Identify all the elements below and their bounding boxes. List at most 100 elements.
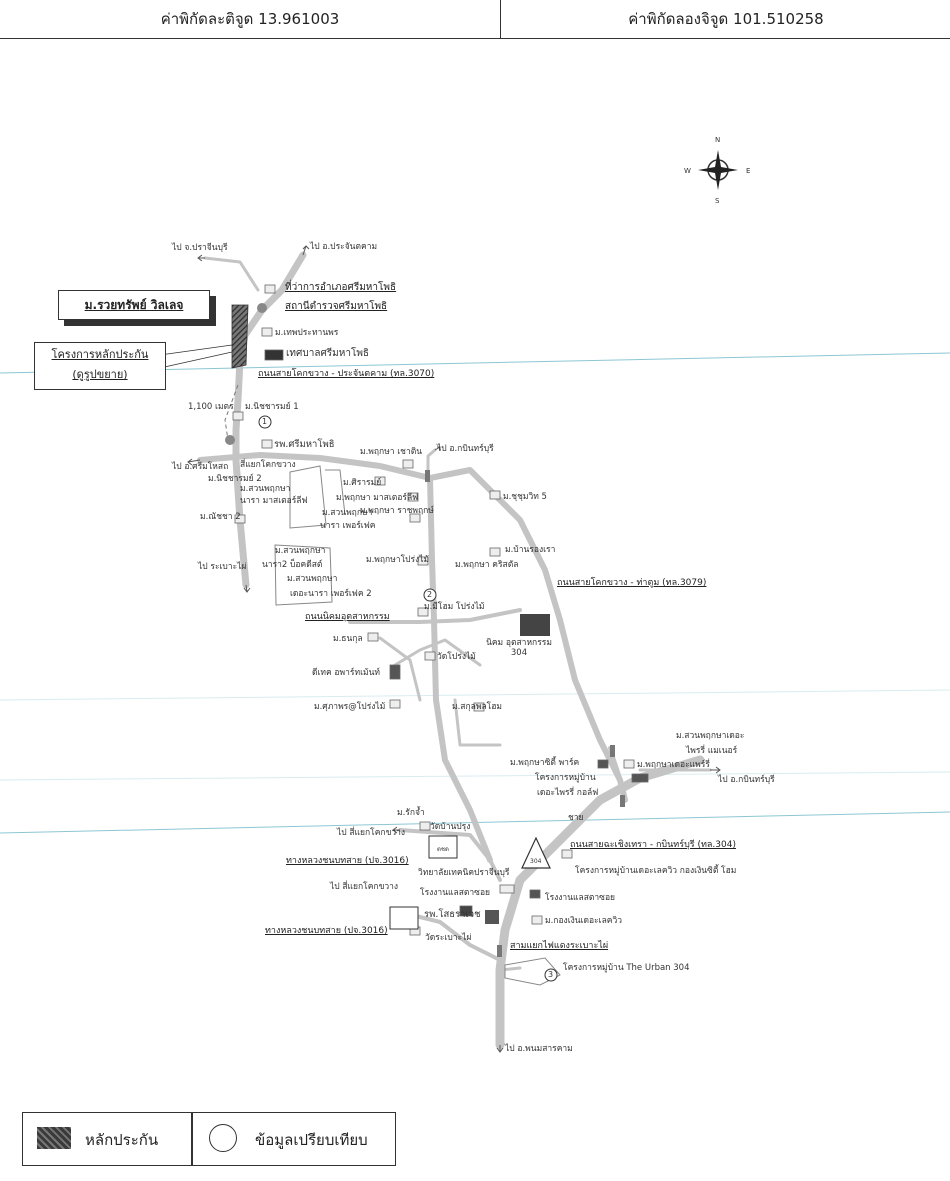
- label-natcha2: ม.ณัชชา 2: [200, 512, 241, 522]
- scan-line: [0, 689, 950, 701]
- road-3070: [232, 251, 307, 589]
- label-sakul-pholhome: ม.สกุลพลโฮม: [452, 702, 503, 712]
- label-chutichai5: ม.ชุชุมวิท 5: [503, 492, 547, 502]
- building-icons: [232, 284, 649, 936]
- label-phruksa-chasin: ม.พฤกษา เชาติน: [360, 447, 423, 457]
- coordinate-header: ค่าพิกัดละติจูด 13.961003 ค่าพิกัดลองจิจ…: [0, 0, 950, 39]
- project-box-line1: โครงการหลักประกัน: [51, 348, 149, 361]
- police-icon: [257, 303, 267, 313]
- latitude-label: ค่าพิกัดละติจูด 13.961003: [0, 0, 501, 38]
- label-marker-2: 2: [427, 590, 433, 599]
- label-kongngoen-lakeview: ม.กองเงินเดอะเลควิว: [545, 916, 623, 926]
- comparable-2: [423, 588, 437, 602]
- label-factory-2: โรงงานแลสตาซอย: [545, 893, 616, 903]
- label-supaphon: ม.ศุภาพร@โปร่งไม้: [314, 702, 386, 712]
- label-industrial-road: ถนนนิคมอุตสาหกรรม: [305, 612, 390, 622]
- label-to-khok-khwang-1: ไป สี่แยกโคกขวาง: [337, 828, 406, 838]
- scan-line: [0, 771, 950, 781]
- collateral-swatch: [37, 1127, 71, 1149]
- comparable-circles: [258, 415, 558, 982]
- label-bor-por-police: ตชด: [437, 846, 449, 853]
- label-traffic-light-junction: สามแยกไฟแดงระเบาะไผ่: [510, 941, 609, 951]
- label-khok-khwang-junction: สี่แยกโคกขวาง: [240, 460, 296, 470]
- label-nara-master: นารา มาสเตอร์ลีฟ: [240, 496, 308, 506]
- label-suan-phruksa: ม.สวนพฤกษา: [240, 484, 291, 494]
- label-rakchan: ม.รักจ้ำ: [397, 808, 425, 818]
- comparable-3: [544, 968, 558, 982]
- label-to-srimahosot: ไป อ.ศรีมโหสถ: [172, 462, 229, 472]
- label-project-villa: โครงการหมู่บ้านเดอะเลควิว กองเงินซิตี้ โ…: [575, 866, 737, 876]
- project-box: โครงการหลักประกัน (ดูรูปขยาย): [34, 342, 166, 390]
- longitude-label: ค่าพิกัดลองจิจูด 101.510258: [628, 10, 824, 28]
- road-3016-a: [398, 828, 502, 882]
- factory-icon: [520, 614, 550, 636]
- label-ban-chongrao: ม.บ้านรองเรา: [505, 545, 556, 555]
- label-phruksa-master: ม.พฤกษา มาสเตอร์ลีฟ: [336, 493, 419, 503]
- label-mi-home: ม.มีโฮม โปร่งไม้: [424, 602, 485, 612]
- road-3016-b: [398, 910, 502, 962]
- label-phruksa-city-park: ม.พฤกษาซิตี้ พาร์ค: [510, 758, 580, 768]
- label-marker-1: 1: [262, 417, 268, 426]
- label-industrial-estate: นิคม อุตสาหกรรม 304: [486, 638, 552, 658]
- label-municipality: เทศบาลศรีมหาโพธิ: [286, 348, 370, 359]
- label-nitcharmai1: ม.นิชชารมย์ 1: [245, 402, 299, 412]
- compass-s: S: [715, 197, 720, 205]
- map-legend: หลักประกัน ข้อมูลเปรียบเทียบ: [22, 1112, 396, 1166]
- label-road-304: ถนนสายฉะเชิงเทรา - กบินทร์บุรี (ทล.304): [570, 840, 736, 850]
- label-to-rabaengmai: ไป ระเบาะไผ่: [198, 562, 247, 572]
- label-wat-prongmai: วัดโปร่งไม้: [437, 652, 476, 662]
- traffic-markers: [425, 470, 625, 957]
- label-nara-perfect: นารา เพอร์เฟค: [320, 521, 376, 531]
- hospital-icon: [485, 910, 499, 924]
- distance-path: [224, 384, 239, 441]
- label-to-kabinburi-2: ไป อ.กบินทร์บุรี: [718, 775, 775, 785]
- label-factory-1: โรงงานแลสตาซอย: [420, 888, 491, 898]
- label-hospital-srimahaphot: รพ.ศรีมหาโพธิ: [274, 439, 335, 450]
- label-thepprathanporn: ม.เทพประทานพร: [275, 328, 339, 338]
- label-tech-college: วิทยาลัยเทคนิคปราจีนบุรี: [418, 868, 510, 878]
- comparable-1: [258, 415, 272, 429]
- village-title-box: ม.รวยทรัพย์ วิลเลจ: [58, 290, 210, 320]
- label-phruksa-prongmai: ม.พฤกษาโปร่งไม้: [366, 555, 430, 565]
- leader-lines: [159, 344, 233, 369]
- label-phruksa-the-prairie: ม.พฤกษาเดอะแพร์รี่: [637, 760, 710, 770]
- label-ditech-apartment: ดีเทค อพาร์ทเม้นท์: [312, 668, 380, 678]
- label-prairie-manor: ไพรรี่ แมเนอร์: [686, 746, 738, 756]
- compass-e: E: [746, 167, 751, 175]
- label-suan-phruksa-nara2: ม.สวนพฤกษา: [275, 546, 326, 556]
- label-sirarom: ม.ศิรารมย์: [343, 478, 382, 488]
- label-nitcharmai2: ม.นิชชารมย์ 2: [208, 474, 262, 484]
- compass-w: W: [684, 167, 691, 175]
- label-to-khok-khwang-2: ไป สี่แยกโคกขวาง: [330, 882, 399, 892]
- label-district-office: ที่ว่าการอำเภอศรีมหาโพธิ: [285, 282, 397, 293]
- label-to-kabinburi-1: ไป อ.กบินทร์บุรี: [437, 444, 494, 454]
- label-project-prairie: โครงการหมู่บ้าน: [535, 773, 596, 783]
- label-highway-3016-2: ทางหลวงชนบทสาย (ปจ.3016): [265, 926, 388, 936]
- compass-rose: N S W E: [684, 136, 751, 208]
- label-police-station: สถานีตำรวจศรีมหาโพธิ: [285, 301, 388, 312]
- road-to-prachinburi: [203, 256, 260, 292]
- police-box-2: [389, 906, 419, 930]
- label-nara2-blossom: นารา2 บ็อคดีสต์: [262, 560, 323, 570]
- label-thanakul: ม.ธนกุล: [333, 634, 363, 644]
- label-suan-phruksa-3: ม.สวนพฤกษา: [287, 574, 338, 584]
- label-to-phanom-sarakham: ไป อ.พนมสารคาม: [505, 1044, 573, 1054]
- collateral-marker: [231, 304, 249, 369]
- police-box: [428, 835, 458, 859]
- route-304-sign: [521, 836, 551, 869]
- road-central: [427, 475, 493, 863]
- label-urban-304: โครงการหมู่บ้าน The Urban 304: [563, 963, 690, 973]
- label-the-nara-perfect2: เดอะนารา เพอร์เฟค 2: [290, 589, 372, 599]
- legend-collateral-label: หลักประกัน: [85, 1131, 159, 1149]
- label-marker-3: 3: [548, 970, 554, 979]
- comparable-swatch: [209, 1124, 237, 1152]
- label-road-3070: ถนนสายโคกขวาง - ประจันตคาม (ทล.3070): [258, 369, 435, 379]
- label-to-prachinburi-city: ไป อ.ประจันตคาม: [310, 242, 378, 252]
- label-suan-phruksa-the: ม.สวนพฤกษาเดอะ: [676, 731, 745, 741]
- project-box-line2: (ดูรูปขยาย): [72, 368, 128, 381]
- label-highway-3016-1: ทางหลวงชนบทสาย (ปจ.3016): [286, 856, 409, 866]
- label-wat-rabaengmai: วัดระเบาะไผ่: [425, 933, 472, 943]
- label-route-304-sign: 304: [530, 858, 542, 865]
- label-wat-ban-prung: วัดบ้านปรุง: [430, 822, 471, 832]
